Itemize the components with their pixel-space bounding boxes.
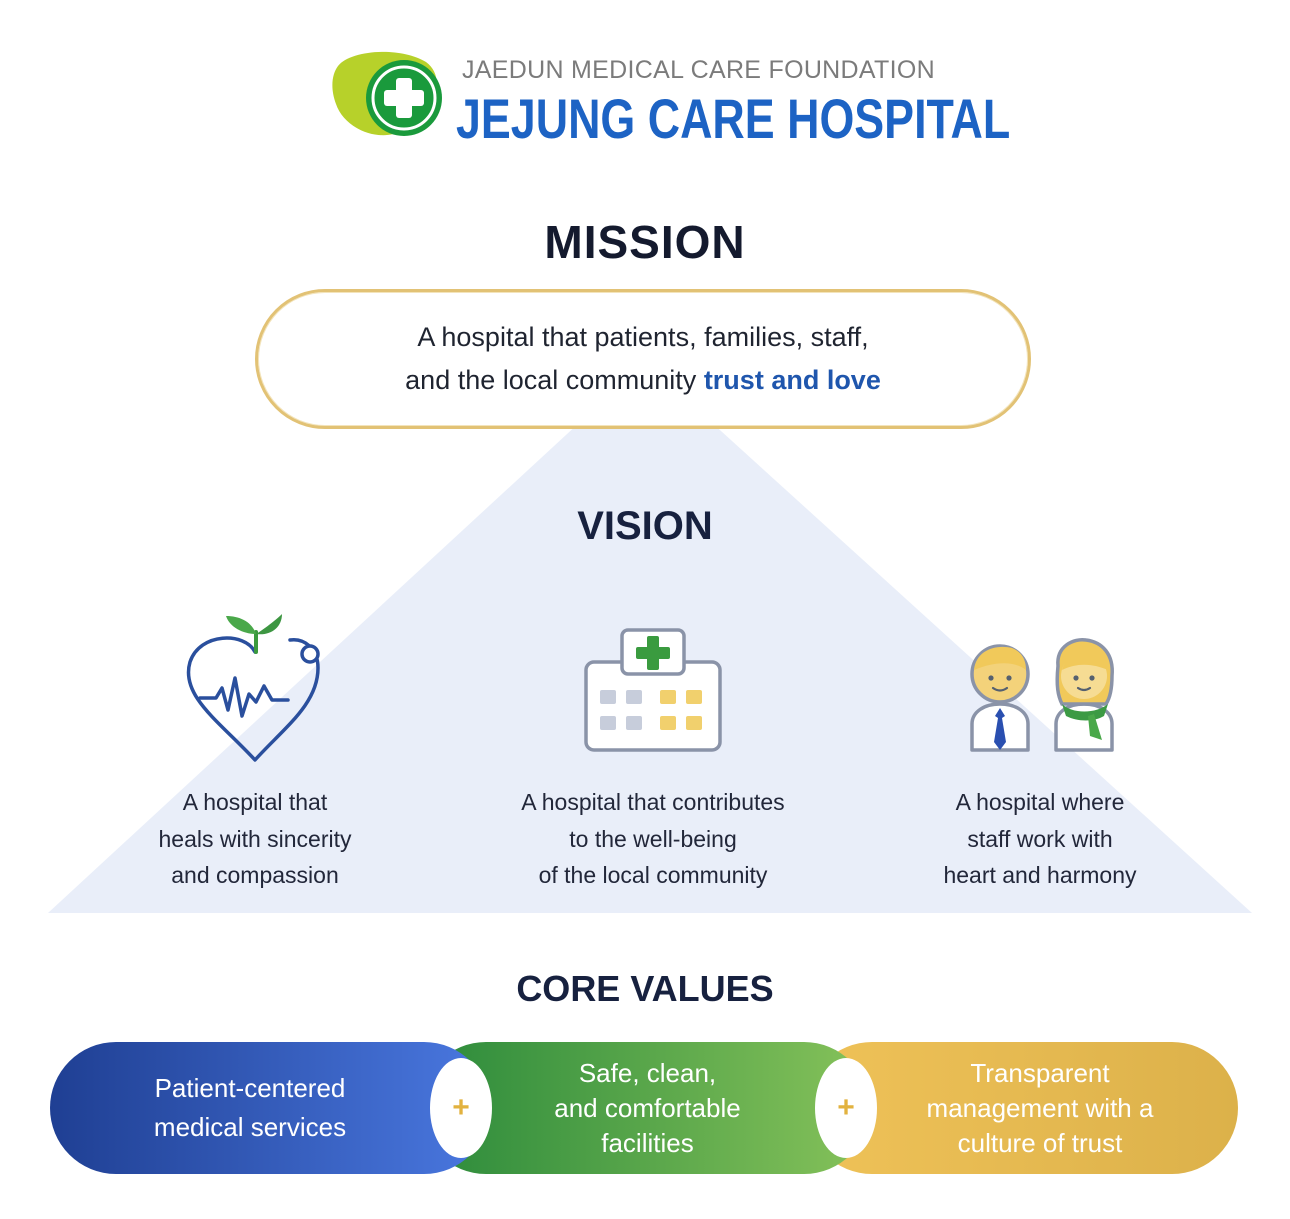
vision-item-1-line-3: and compassion <box>171 862 339 888</box>
hospital-building-icon <box>584 628 722 752</box>
vision-item-2-line-3: of the local community <box>538 862 768 888</box>
core-value-3-line-3: culture of trust <box>957 1127 1123 1158</box>
mission-line-2: and the local community trust and love <box>405 359 881 402</box>
vision-item-2-line-2: to the well-being <box>569 825 737 852</box>
mission-title: MISSION <box>544 216 746 268</box>
core-value-3: Transparent management with a culture of… <box>880 1043 1200 1173</box>
mission-statement: A hospital that patients, families, staf… <box>255 289 1031 429</box>
core-value-3-line-2: management with a <box>926 1092 1154 1123</box>
vision-item-2: A hospital that contributes to the well-… <box>473 784 833 894</box>
core-value-1-line-1: Patient-centered <box>154 1073 346 1103</box>
mission-line-1: A hospital that patients, families, staf… <box>417 322 869 352</box>
mission-accent-text: trust and love <box>703 365 881 395</box>
green-cross-logo-icon <box>332 51 442 136</box>
core-value-pill-1 <box>50 1042 490 1174</box>
core-value-2: Safe, clean, and comfortable facilities <box>495 1043 800 1173</box>
vision-item-1-line-2: heals with sincerity <box>158 825 352 852</box>
vision-item-3-line-1: A hospital where <box>955 789 1125 815</box>
core-value-1: Patient-centered medical services <box>80 1043 420 1173</box>
core-value-pill-2 <box>420 1042 870 1174</box>
hospital-logo: JAEDUN MEDICAL CARE FOUNDATION JEJUNG CA… <box>330 48 1010 150</box>
core-value-2-line-1: Safe, clean, <box>578 1057 717 1088</box>
vision-item-1-line-1: A hospital that <box>182 789 328 815</box>
core-value-pill-3 <box>806 1042 1238 1174</box>
hospital-name: JEJUNG CARE HOSPITAL <box>456 87 1011 150</box>
core-value-2-line-2: and comfortable <box>554 1092 741 1123</box>
mission-line-2-prefix: and the local community <box>405 365 704 395</box>
vision-item-2-line-1: A hospital that contributes <box>521 789 785 815</box>
vision-item-3-line-2: staff work with <box>967 825 1113 852</box>
core-separator-1 <box>430 1058 492 1158</box>
core-value-3-line-1: Transparent <box>970 1057 1110 1088</box>
heart-sprout-icon <box>186 614 320 762</box>
core-values-title: CORE VALUES <box>516 968 774 1009</box>
foundation-name: JAEDUN MEDICAL CARE FOUNDATION <box>462 56 935 84</box>
vision-item-3-line-3: heart and harmony <box>943 862 1137 888</box>
plus-separator-1: + <box>452 1091 470 1124</box>
plus-separator-2: + <box>837 1091 855 1124</box>
core-separator-2 <box>815 1058 877 1158</box>
core-value-1-line-2: medical services <box>153 1112 347 1142</box>
vision-title: VISION <box>577 504 713 548</box>
core-value-2-line-3: facilities <box>601 1127 694 1158</box>
staff-people-icon <box>970 637 1114 752</box>
vision-item-1: A hospital that heals with sincerity and… <box>75 784 435 894</box>
vision-item-3: A hospital where staff work with heart a… <box>860 784 1220 894</box>
